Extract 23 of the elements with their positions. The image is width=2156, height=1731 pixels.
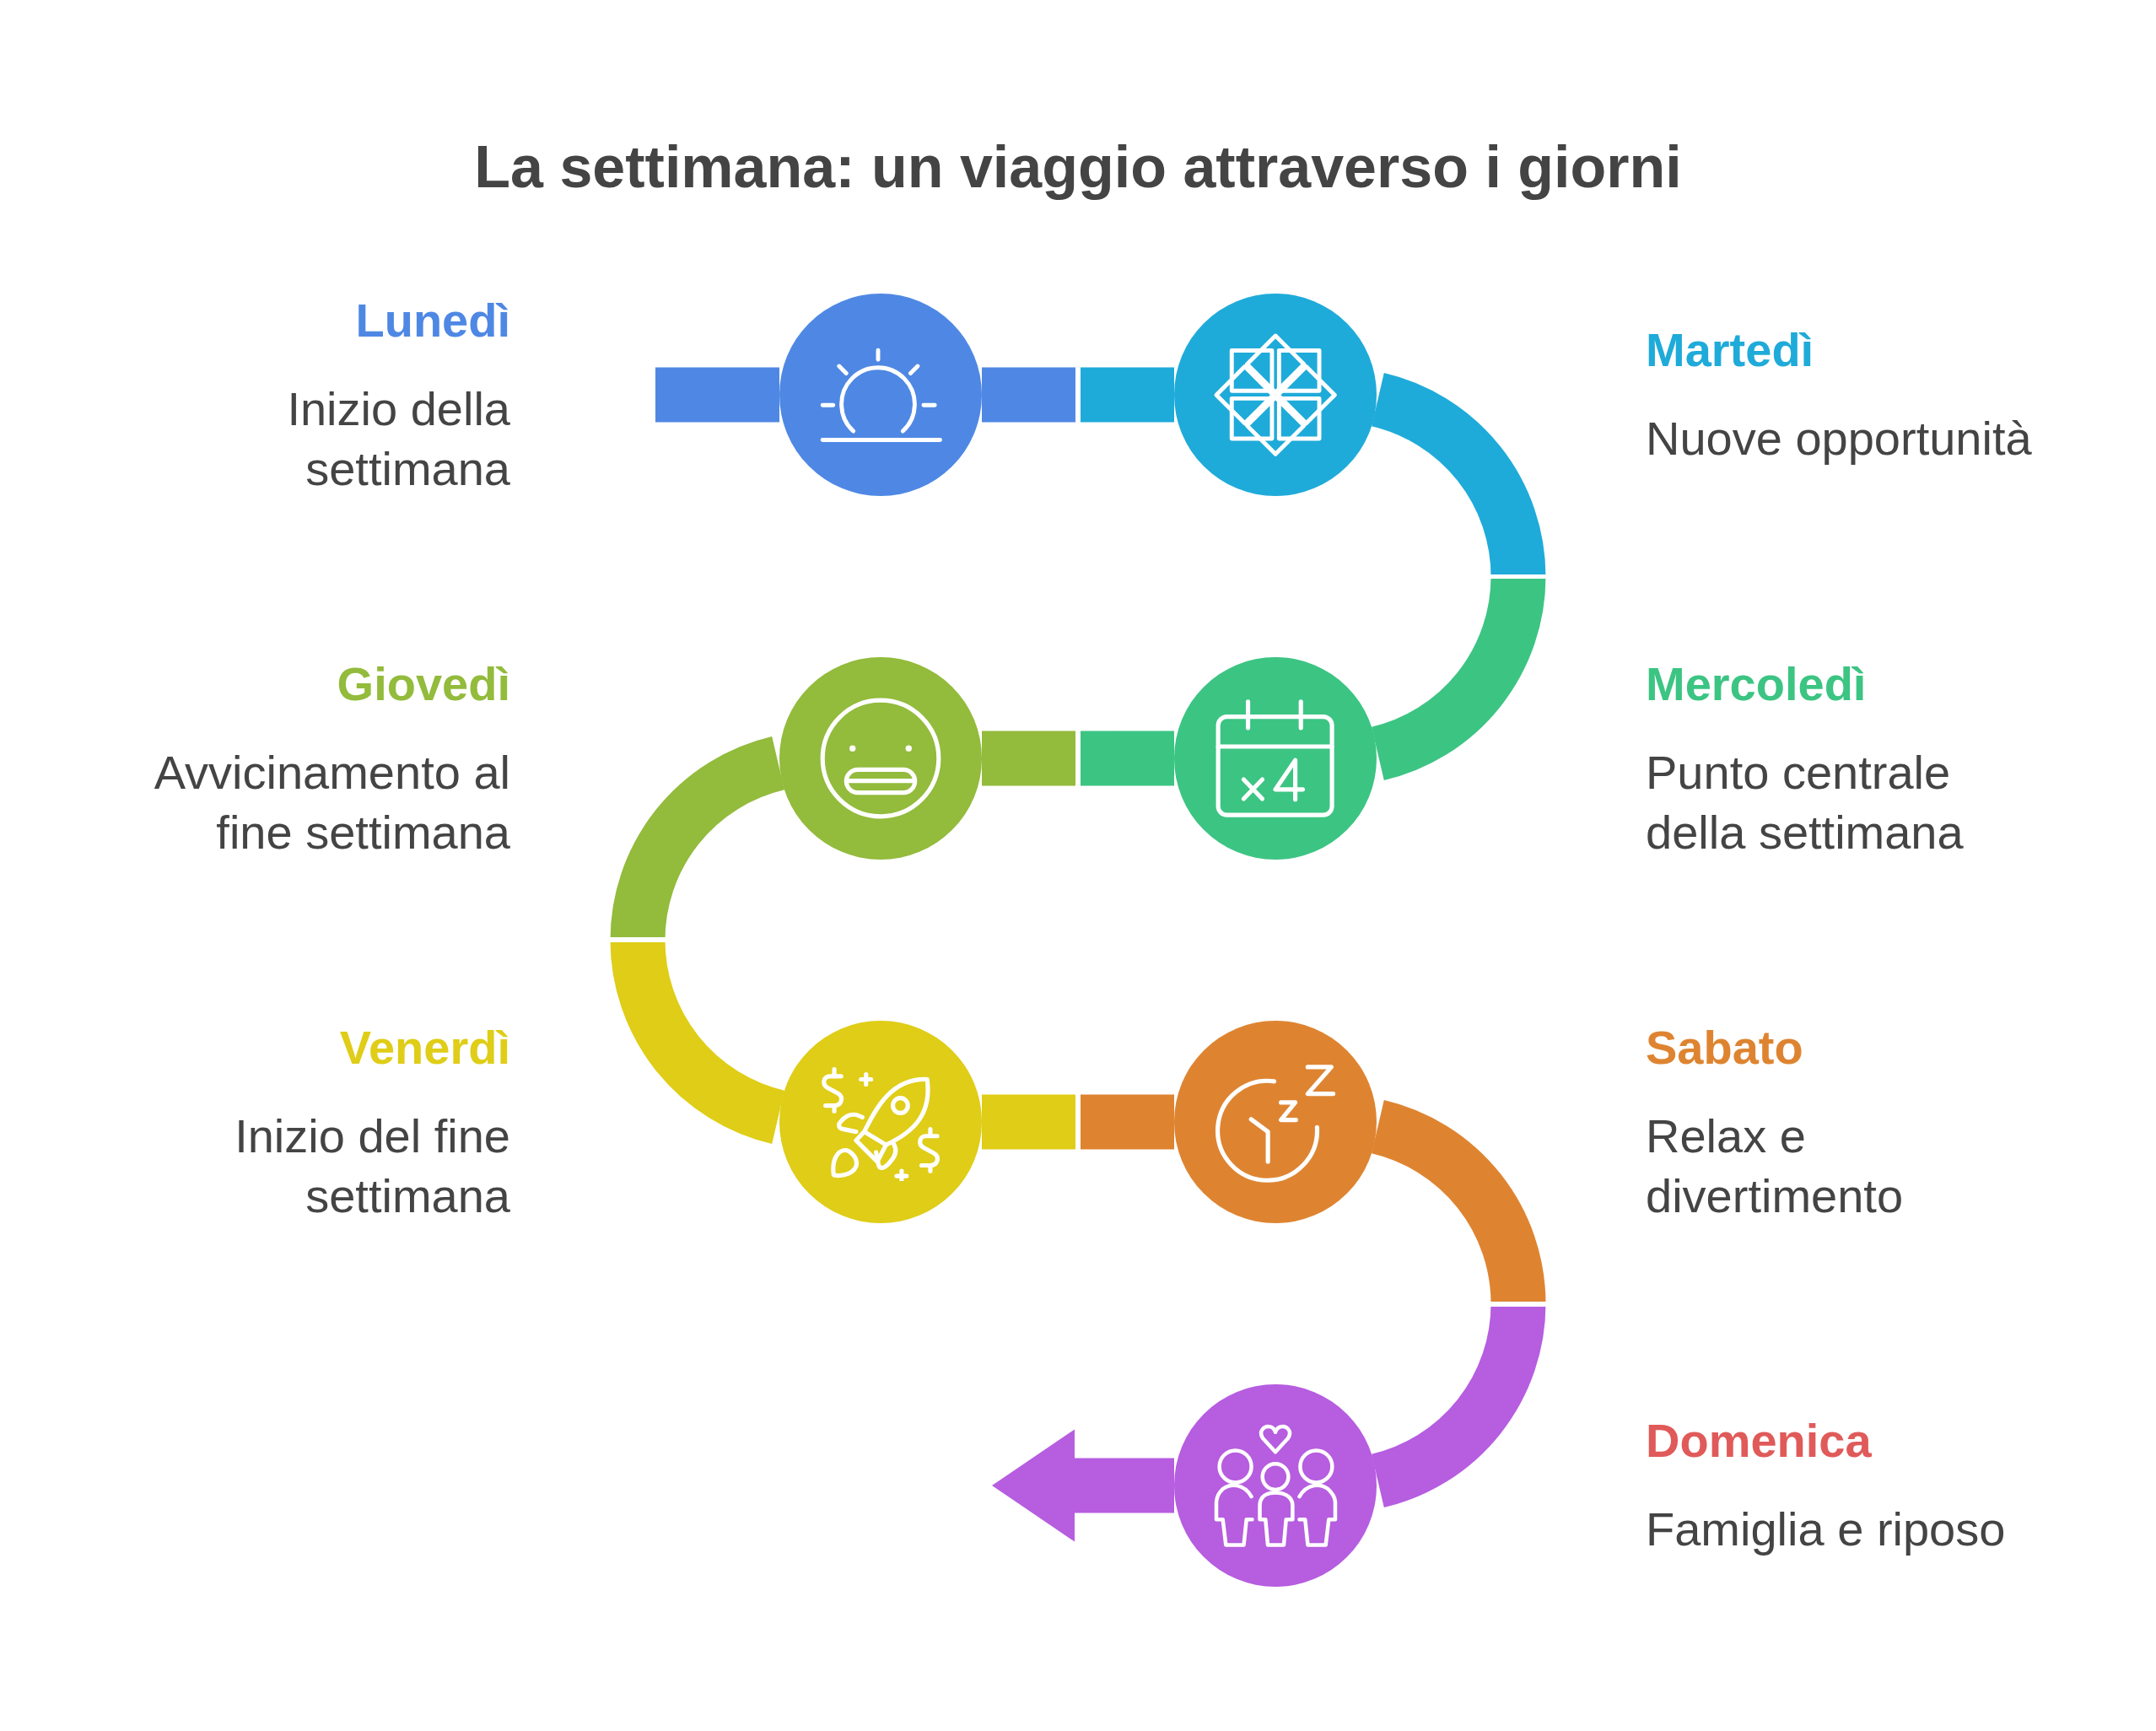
track-segment — [982, 367, 1174, 423]
day-description: Avvicinamento al fine settimana — [153, 744, 510, 860]
day-name: Lunedì — [355, 292, 510, 348]
track-segment — [610, 736, 786, 1144]
day-description: Inizio del fine settimana — [234, 1108, 510, 1224]
day-description: Inizio della settimana — [286, 380, 510, 497]
day-name: Venerdì — [339, 1019, 510, 1076]
track-segment — [1370, 373, 1546, 780]
diagram-title: La settimana: un viaggio attraverso i giorni — [474, 133, 1682, 202]
day-name: Domenica — [1646, 1413, 1872, 1469]
track-segment — [1370, 1100, 1546, 1507]
day-description: Relax e divertimento — [1646, 1108, 1905, 1224]
day-name: Mercoledì — [1646, 655, 1867, 712]
day-description: Nuove opportunità — [1646, 411, 2032, 466]
day-name: Martedì — [1646, 322, 1814, 378]
arrow — [992, 1429, 1174, 1542]
day-description: Punto centrale della settimana — [1646, 744, 1965, 860]
day-name: Giovedì — [337, 655, 510, 712]
day-name: Sabato — [1646, 1019, 1803, 1076]
day-description: Famiglia e riposo — [1646, 1502, 2006, 1557]
track-segment — [982, 1094, 1174, 1150]
track-segment — [655, 367, 779, 423]
track-segment — [982, 731, 1174, 786]
